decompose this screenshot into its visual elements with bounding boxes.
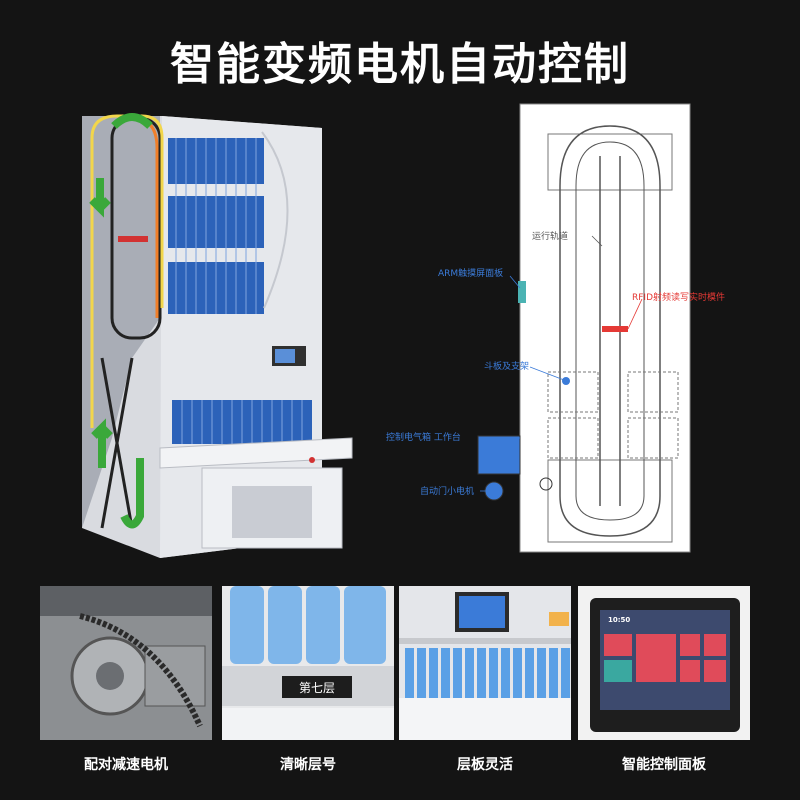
motor-image (40, 586, 212, 740)
layer-plate: 第七层 (282, 676, 352, 698)
feature-caption: 智能控制面板 (622, 757, 706, 773)
feature-motor: 配对减速电机 (40, 586, 212, 774)
cabinet-svg (82, 113, 353, 558)
feature-thumbnails: 配对减速电机 第七层 清晰层号 (40, 586, 760, 786)
label-rfid: RFID射频读写实时模件 (632, 293, 726, 303)
label-arm-panel: ARM触摸屏面板 (438, 269, 504, 279)
panel-time: 10:50 (608, 616, 631, 624)
shelf-image (399, 586, 571, 740)
label-control-box: 控制电气箱 工作台 (386, 433, 461, 443)
cabinet-illustration (72, 108, 362, 558)
feature-caption: 层板灵活 (457, 757, 513, 773)
label-bucket: 斗板及支架 (484, 362, 530, 372)
feature-caption: 清晰层号 (280, 757, 336, 773)
layer-number-image: 第七层 (222, 586, 394, 740)
feature-caption: 配对减速电机 (84, 757, 168, 773)
feature-shelf: 层板灵活 (399, 586, 571, 774)
feature-layer-number: 第七层 清晰层号 (222, 586, 394, 774)
schematic-diagram: 运行轨道 ARM触摸屏面板 RFID射频读写实时模件 斗板及支架 控制电气箱 工… (380, 96, 760, 560)
control-panel-image: 10:50 (578, 586, 750, 740)
feature-control-panel: 10:50 智能控制面板 (578, 586, 750, 774)
schematic-svg (477, 103, 691, 553)
page-title: 智能变频电机自动控制 (170, 39, 630, 90)
label-track: 运行轨道 (532, 232, 569, 242)
label-door-motor: 自动门小电机 (420, 487, 475, 497)
